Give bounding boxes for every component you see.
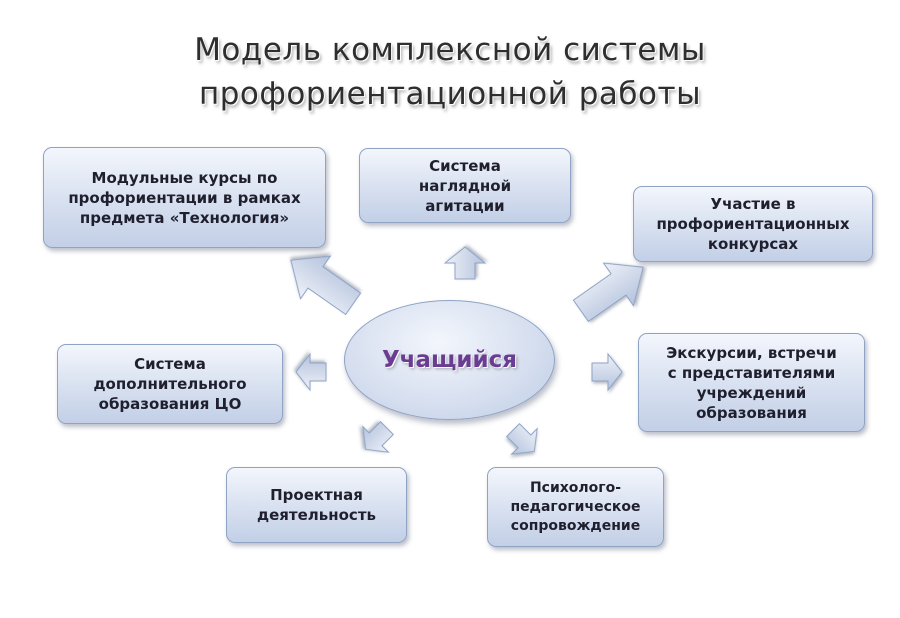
visual-agitation-line-2: наглядной (418, 176, 512, 195)
center-label: Учащийся (381, 347, 518, 373)
modular-courses-line-3: предмета «Технология» (79, 208, 290, 227)
box-visual-agitation: Система наглядной агитации (359, 148, 571, 223)
title-line-2: профориентационной работы (198, 76, 702, 112)
visual-agitation-line-1: Система (429, 156, 501, 175)
arrow-to-psych-support (506, 423, 538, 455)
modular-courses-line-2: профориентации в рамках (68, 188, 301, 207)
excursions-line-1: Экскурсии, встречи (666, 343, 837, 362)
psych-support-line-2: педагогическое (510, 498, 641, 515)
box-excursions: Экскурсии, встречи с представителями учр… (638, 333, 865, 432)
arrow-to-project-activity (362, 421, 394, 453)
additional-education-line-1: Система (134, 355, 206, 373)
arrow-to-visual-agitation (443, 246, 487, 280)
center-ellipse-student: Учащийся (344, 300, 555, 420)
project-activity-line-2: деятельность (257, 506, 376, 524)
box-modular-courses: Модульные курсы по профориентации в рамк… (43, 147, 326, 248)
arrow-to-modular-courses (290, 255, 362, 316)
additional-education-line-3: образования ЦО (98, 395, 242, 413)
box-additional-education: Система дополнительного образования ЦО (57, 344, 283, 424)
psych-support-line-1: Психолого- (529, 479, 622, 496)
project-activity-line-1: Проектная (270, 486, 363, 504)
box-contests: Участие в профориентационных конкурсах (633, 186, 873, 262)
title-line-1: Модель комплексной системы (194, 32, 706, 68)
psych-support-line-3: сопровождение (510, 517, 641, 534)
diagram-title: Модель комплексной системы профориентаци… (0, 28, 900, 116)
excursions-line-2: с представителями (667, 363, 836, 382)
excursions-line-3: учреждений (696, 383, 807, 402)
visual-agitation-line-3: агитации (425, 196, 505, 215)
modular-courses-line-1: Модульные курсы по (91, 168, 278, 187)
additional-education-line-2: дополнительного (93, 375, 247, 393)
arrow-to-contests (572, 262, 644, 323)
contests-line-2: профориентационных (656, 215, 850, 233)
contests-line-3: конкурсах (707, 235, 799, 253)
box-psych-support: Психолого- педагогическое сопровождение (487, 467, 664, 547)
excursions-line-4: образования (696, 403, 807, 422)
arrow-to-excursions (591, 352, 623, 392)
box-project-activity: Проектная деятельность (226, 467, 407, 543)
contests-line-1: Участие в (710, 195, 796, 213)
arrow-to-additional-education (295, 352, 327, 392)
